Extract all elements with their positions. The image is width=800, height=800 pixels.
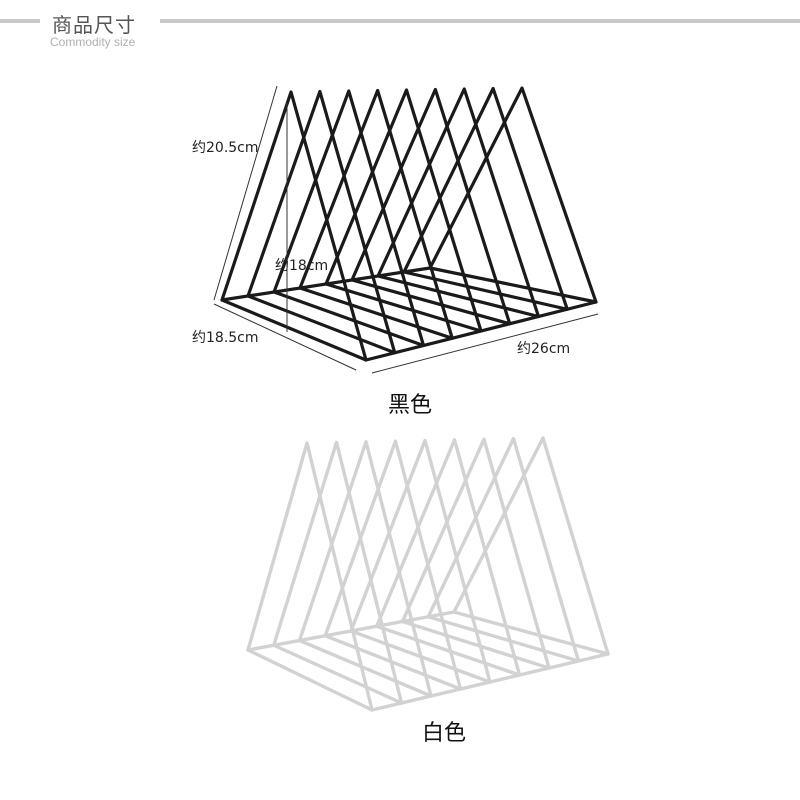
header-rule-left (0, 19, 40, 23)
rack-triangle-frame (349, 438, 492, 684)
rack-triangle-frame (298, 88, 454, 340)
dimension-inner-height-label: 约18cm (275, 258, 329, 274)
depth-guide-line (213, 303, 357, 371)
rack-triangle-frame (246, 441, 374, 712)
dimension-width-label: 约26cm (517, 341, 571, 357)
rack-triangle-frame (350, 87, 512, 326)
white-variant-caption: 白色 (421, 721, 467, 746)
width-guide-line (371, 313, 599, 374)
black-variant-caption: 黑色 (387, 393, 433, 418)
rack-triangle-frame (428, 86, 598, 304)
rack-triangle-frame (297, 440, 433, 698)
rack-triangle-frame (324, 88, 483, 333)
black-rack-illustration (220, 86, 598, 362)
rack-triangle-frame (375, 438, 522, 677)
dimension-height-label: 约20.5cm (192, 140, 259, 156)
dimension-depth-label: 约18.5cm (192, 330, 259, 346)
header-rule-right (160, 19, 800, 23)
rack-triangle-frame (376, 87, 541, 319)
rack-triangle-frame (452, 436, 610, 656)
section-subtitle: Commodity size (50, 35, 136, 49)
rack-triangle-frame (246, 89, 397, 355)
height-guide-line (213, 85, 278, 301)
section-title: 商品尺寸 (52, 13, 136, 37)
rack-triangle-frame (402, 86, 569, 311)
rack-triangle-frame (272, 89, 426, 348)
dimension-guides (213, 85, 599, 374)
rack-triangle-frame (400, 437, 551, 670)
rack-triangle-frame (220, 90, 368, 362)
rack-triangle-frame (272, 440, 404, 705)
white-rack-illustration (246, 436, 610, 712)
rack-triangle-frame (426, 436, 581, 663)
